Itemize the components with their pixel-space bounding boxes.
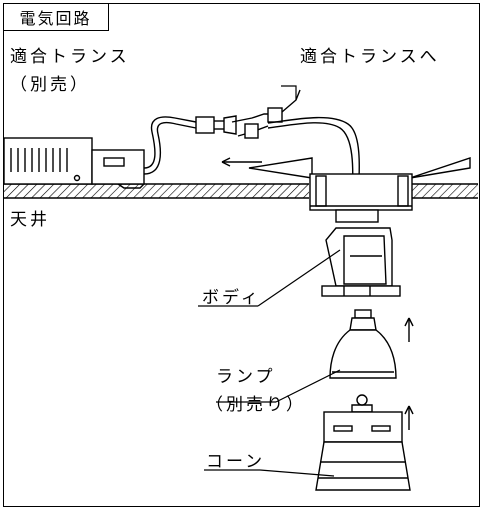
- lamp-component: [329, 309, 397, 379]
- ceiling-label: 天井: [10, 210, 50, 230]
- leader-lines: [198, 85, 341, 477]
- diagram-title: 電気回路: [3, 3, 109, 31]
- transformer-unit: [3, 137, 145, 189]
- fixture-housing: [309, 173, 413, 223]
- body-label: ボディ: [202, 288, 261, 308]
- lamp-sold-separately-label: （別売り）: [206, 395, 306, 415]
- transformer-label: 適合トランス: [10, 47, 130, 67]
- to-transformer-label: 適合トランスへ: [300, 47, 440, 67]
- spring-direction-arrow: [221, 157, 262, 167]
- cone-label: コーン: [206, 452, 266, 472]
- diagram-frame: [3, 3, 480, 507]
- up-arrows: [404, 317, 414, 430]
- cone-component: [315, 394, 411, 491]
- lamp-label: ランプ: [216, 367, 276, 387]
- transformer-cables: [143, 115, 237, 175]
- body-component: [321, 227, 401, 297]
- transformer-sold-separately-label: （別売）: [10, 75, 90, 95]
- ceiling-slab: [4, 183, 478, 199]
- leaf-springs: [248, 157, 471, 179]
